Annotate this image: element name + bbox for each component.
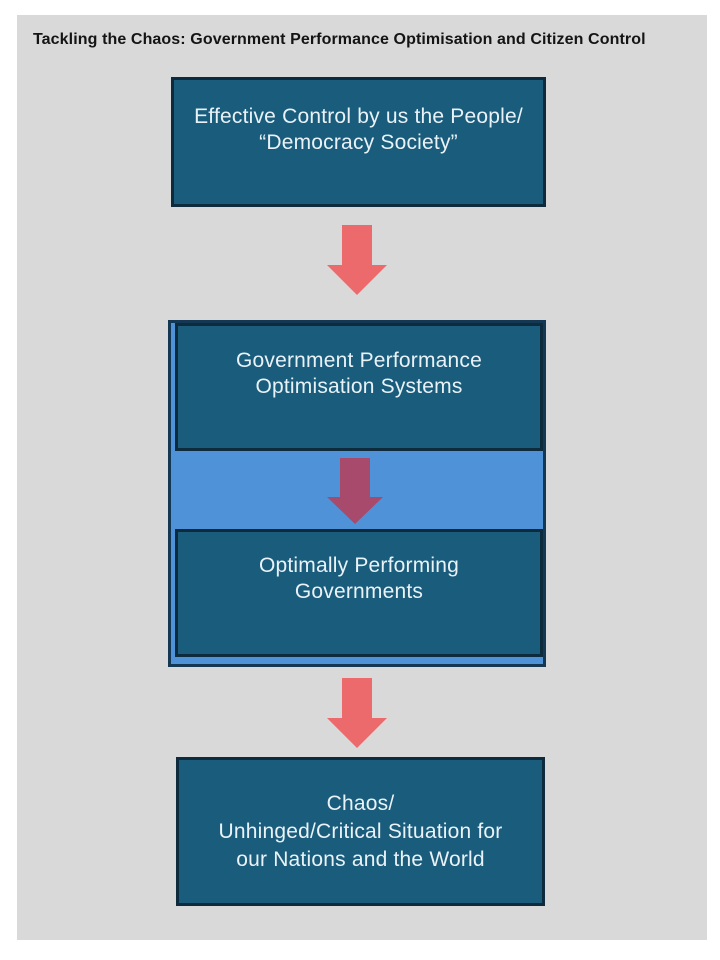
- down-arrow-icon: [327, 225, 387, 295]
- process-container: Government Performance Optimisation Syst…: [168, 320, 546, 667]
- box-optimal-governments: Optimally Performing Governments: [175, 529, 543, 657]
- box-systems-line2: Optimisation Systems: [255, 375, 463, 398]
- box-optimisation-systems: Government Performance Optimisation Syst…: [175, 323, 543, 451]
- slide-canvas: Tackling the Chaos: Government Performan…: [17, 15, 707, 940]
- box-chaos-line3: our Nations and the World: [236, 847, 485, 871]
- box-democracy-society: Effective Control by us the People/ “Dem…: [171, 77, 546, 207]
- box-governments-line1: Optimally Performing: [258, 554, 460, 577]
- box-governments-line2: Governments: [294, 580, 424, 603]
- down-arrow-icon: [327, 678, 387, 748]
- slide-title: Tackling the Chaos: Government Performan…: [33, 31, 646, 48]
- box-democracy-line2: “Democracy Society”: [259, 131, 458, 154]
- box-democracy-line1: Effective Control by us the People/: [194, 105, 523, 128]
- box-systems-line1: Government Performance: [235, 349, 482, 372]
- box-chaos-line2: Unhinged/Critical Situation for: [218, 819, 503, 843]
- box-chaos: Chaos/ Unhinged/Critical Situation for o…: [176, 757, 545, 906]
- box-chaos-line1: Chaos/: [326, 791, 395, 815]
- internal-down-arrow-icon: [327, 458, 383, 524]
